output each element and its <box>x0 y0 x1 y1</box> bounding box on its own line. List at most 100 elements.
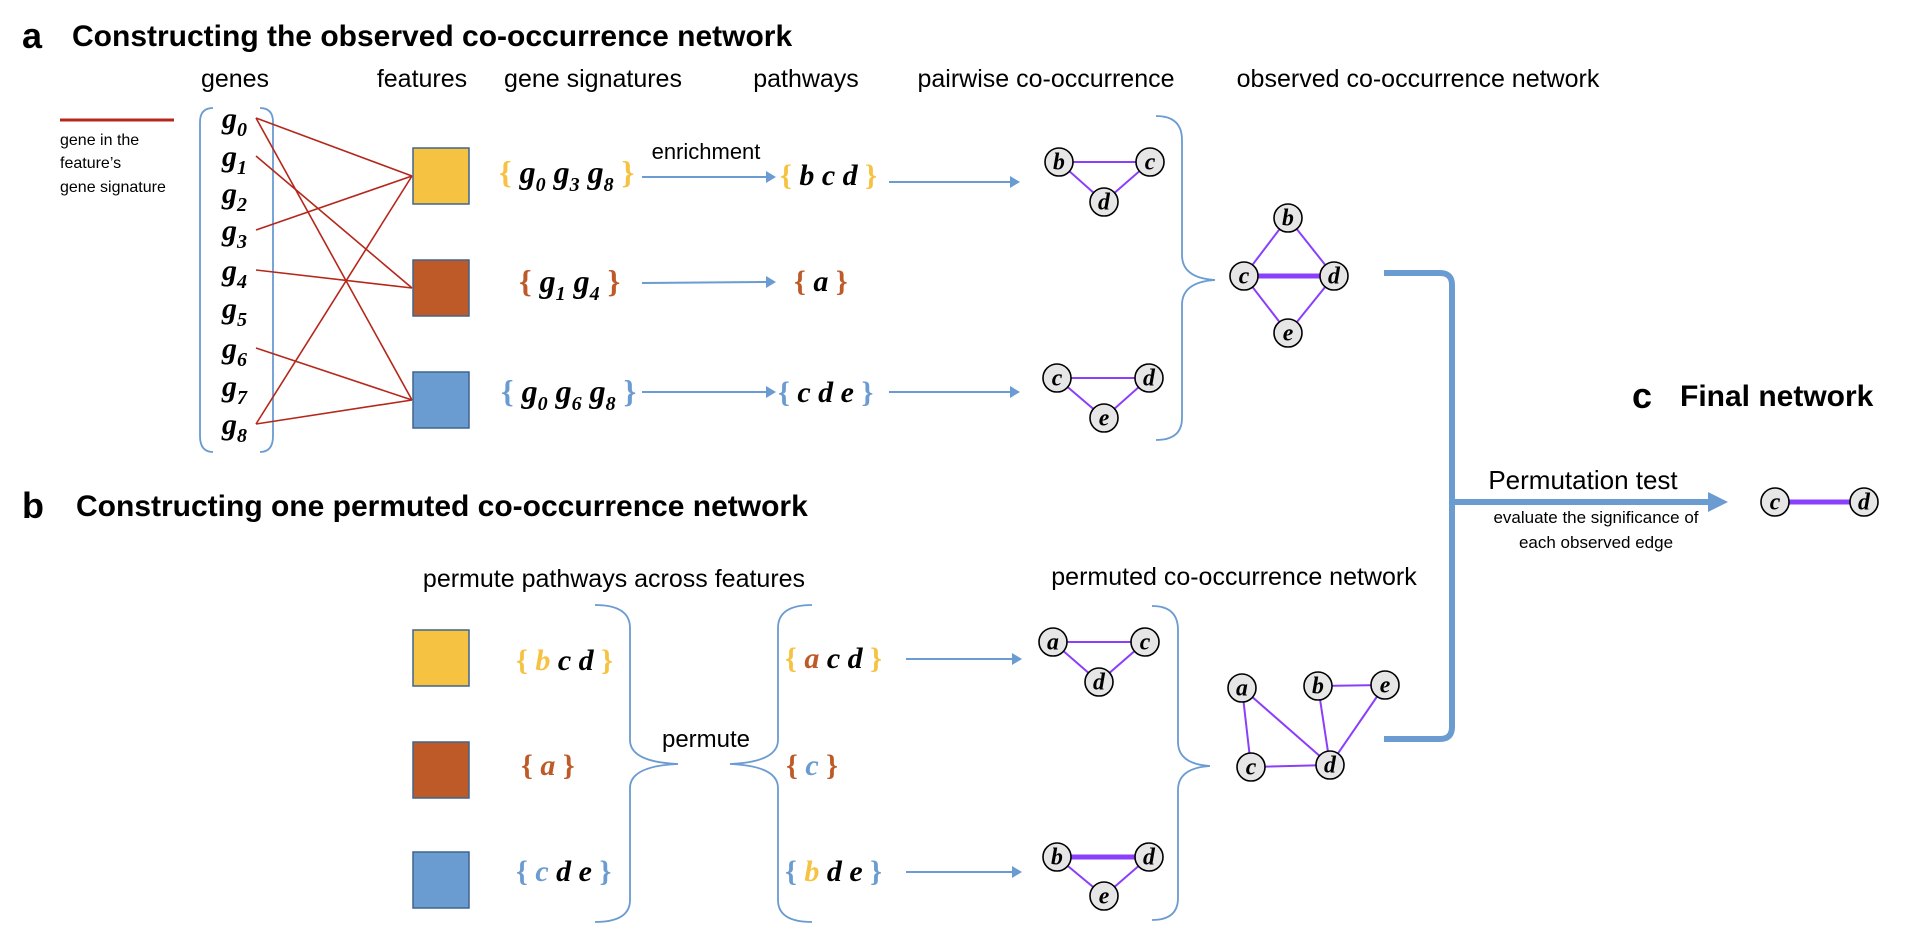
permute-right-brace <box>729 604 813 923</box>
network-node <box>1042 363 1072 393</box>
network-node-label: a <box>1047 630 1059 656</box>
panel-a-title: Constructing the observed co-occurrence … <box>72 20 792 53</box>
pathway-set: { b c d } <box>516 644 613 677</box>
gene-feature-link <box>255 117 413 401</box>
network-node <box>1134 363 1164 393</box>
feature-square <box>412 371 470 429</box>
network-node <box>1089 187 1119 217</box>
genes-right-brace <box>259 107 274 453</box>
pathway-set: { a } <box>794 265 848 298</box>
permuted-merge-brace <box>1151 605 1211 921</box>
network-node-label: b <box>1312 674 1324 700</box>
gene-feature-link <box>255 269 413 289</box>
network-node <box>1130 627 1160 657</box>
network-node-label: c <box>1239 264 1250 290</box>
network-node-label: a <box>1236 676 1248 702</box>
pathway-set: { c d e } <box>778 376 873 409</box>
panel-a-letter: a <box>22 15 43 56</box>
genes-left-brace <box>199 107 214 453</box>
feature-squares-b <box>412 629 470 909</box>
network-node <box>1042 842 1072 872</box>
network-node-label: c <box>1246 755 1257 781</box>
network-node <box>1227 673 1257 703</box>
gene-label: g3 <box>221 214 247 253</box>
network-node-label: e <box>1283 321 1294 347</box>
panel-b-title: Constructing one permuted co-occurrence … <box>76 490 808 523</box>
network-node-label: d <box>1324 753 1337 779</box>
header-pairwise: pairwise co-occurrence <box>917 65 1174 93</box>
permutation-test-label: Permutation test <box>1488 465 1678 495</box>
network-node-label: d <box>1328 264 1341 290</box>
feature-squares-a <box>412 147 470 429</box>
feature-square <box>412 741 470 799</box>
feature-square <box>412 259 470 317</box>
gene-feature-link <box>255 175 413 425</box>
network-node-label: d <box>1093 670 1106 696</box>
network-node <box>1849 487 1879 517</box>
network-node <box>1089 403 1119 433</box>
network-edge <box>1241 687 1331 766</box>
network-node <box>1135 147 1165 177</box>
network-node <box>1038 627 1068 657</box>
network-node <box>1315 750 1345 780</box>
network-edge <box>1329 684 1386 766</box>
pathway-sets-a: { b c d } { a } { c d e } <box>778 159 877 409</box>
feature-square <box>412 629 470 687</box>
test-sub-1: evaluate the significance of <box>1493 508 1698 527</box>
network-node-label: b <box>1051 845 1063 871</box>
gene-feature-link <box>255 175 413 231</box>
network-node-label: c <box>1052 366 1063 392</box>
network-node-label: e <box>1099 884 1110 910</box>
pathway-set: { b c d } <box>780 159 877 192</box>
gene-signature-set: { g1 g4 } <box>519 263 620 305</box>
network-node <box>1084 667 1114 697</box>
header-permute-pathways: permute pathways across features <box>423 565 805 593</box>
header-observed-network: observed co-occurrence network <box>1237 65 1600 93</box>
gene-label: g6 <box>221 332 247 371</box>
legend-line-1: gene in the <box>60 132 139 149</box>
header-pathways: pathways <box>753 65 859 93</box>
network-node <box>1760 487 1790 517</box>
gene-label: g5 <box>221 292 247 331</box>
legend-line-2: feature’s <box>60 155 121 172</box>
network-permuted: a b e c d <box>1227 670 1400 782</box>
network-node <box>1236 752 1266 782</box>
network-node <box>1303 671 1333 701</box>
network-node-label: c <box>1770 490 1781 516</box>
gene-signature-set: { g0 g3 g8 } <box>499 154 634 196</box>
network-node-label: e <box>1099 406 1110 432</box>
network-node <box>1370 670 1400 700</box>
gene-feature-links <box>255 117 413 425</box>
network-node <box>1273 203 1303 233</box>
network-node <box>1229 261 1259 291</box>
network-node <box>1273 318 1303 348</box>
network-node-label: c <box>1140 630 1151 656</box>
feature-square <box>412 147 470 205</box>
test-sub-2: each observed edge <box>1519 533 1673 552</box>
network-node-label: c <box>1145 150 1156 176</box>
enrichment-label: enrichment <box>652 139 761 164</box>
permuted-pathway-sets: { a c d }{ c }{ b d e } <box>785 642 882 888</box>
arrows-a <box>641 171 1020 398</box>
header-features: features <box>377 65 467 93</box>
network-node-label: b <box>1053 150 1065 176</box>
pathway-set: { a } <box>521 749 575 782</box>
network-permuted-pair-1: a c d <box>1038 627 1160 697</box>
gene-label: g0 <box>221 102 247 141</box>
observed-merge-brace <box>1155 115 1216 441</box>
network-node-label: e <box>1380 673 1391 699</box>
gene-label: g2 <box>221 177 247 216</box>
gene-feature-link <box>255 399 413 425</box>
network-node <box>1319 261 1349 291</box>
pathway-set: { c } <box>786 749 838 782</box>
network-node <box>1134 842 1164 872</box>
header-permuted-network: permuted co-occurrence network <box>1051 563 1417 591</box>
test-arrow-head <box>1708 492 1728 512</box>
panel-c-title: Final network <box>1680 380 1874 413</box>
